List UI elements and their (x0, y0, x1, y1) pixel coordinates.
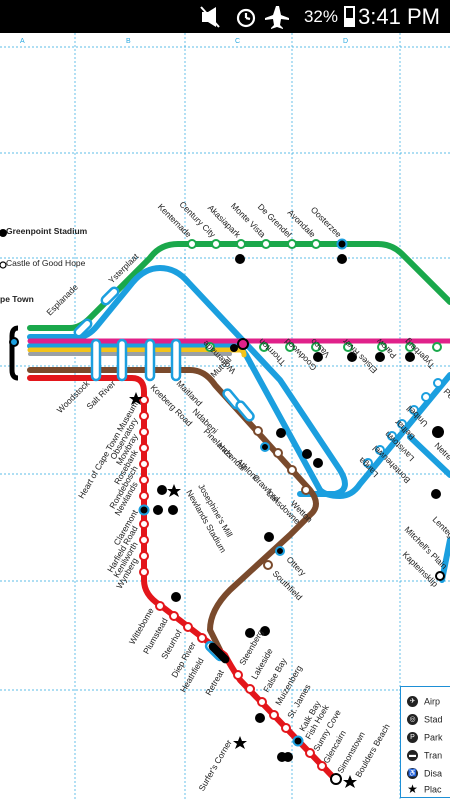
label-woodstock: Woodstock (55, 378, 92, 415)
legend-airport: ✈Airp (407, 693, 450, 709)
mutual-station[interactable] (237, 338, 249, 350)
label-lentegeur: Lentege (431, 514, 450, 543)
label-salt-river: Salt River (84, 378, 117, 411)
label-esplanade: Esplanade (44, 282, 80, 318)
red-line (27, 375, 337, 781)
label-cape-town: pe Town (0, 294, 34, 304)
claremont-hub[interactable] (138, 504, 150, 516)
label-greenpoint: Greenpoint Stadium (6, 226, 88, 236)
green-stations[interactable] (187, 239, 321, 249)
main-stations[interactable] (205, 342, 442, 352)
transport-icon (168, 352, 441, 762)
brown-line (27, 367, 319, 653)
airport-icon (432, 426, 444, 438)
label-castle: Castle of Good Hope (6, 258, 86, 268)
label-ottery: Ottery (285, 554, 309, 578)
parking-icon: P (407, 732, 418, 744)
stadium-icon: ◎ (407, 714, 418, 726)
blue-line-upper (27, 265, 348, 497)
yellow-line (27, 347, 247, 358)
brown-stations[interactable] (253, 426, 311, 570)
parking-icon (153, 254, 347, 762)
transport-icon: ▬ (407, 750, 418, 762)
retreat-interchange (208, 642, 230, 664)
battery-percent: 32% (303, 7, 338, 26)
oosterzee-station[interactable] (336, 238, 348, 250)
mutual-junction (230, 344, 238, 352)
athlone-station[interactable] (260, 442, 270, 452)
status-bar: 32% 3:41 PM (0, 0, 450, 33)
blue-line-branch (407, 434, 450, 478)
battery-icon (344, 6, 355, 27)
legend-stadium: ◎Stad (407, 711, 450, 727)
grid-col-c: C (235, 38, 240, 45)
cape-town-station[interactable] (9, 337, 19, 347)
alarm-icon (236, 8, 256, 28)
airport-icon: ✈ (407, 696, 418, 708)
grid-col-b: B (126, 38, 131, 45)
red-stations[interactable] (139, 395, 342, 785)
rail-map[interactable]: A B C D (0, 33, 450, 800)
place-star-icon (129, 392, 357, 788)
airplane-icon (265, 6, 289, 29)
legend-disabled: ♿Disa (407, 768, 443, 780)
blue-stations[interactable] (363, 378, 445, 581)
label-pent: Pent (442, 386, 450, 406)
map-grid (0, 33, 450, 800)
stadium-icon (0, 229, 167, 495)
east-labels: Langa Bonteheuwel Lavistown Belhar Unibe… (356, 386, 450, 589)
interchange-markers (73, 286, 255, 662)
fish-hoek-hub[interactable] (292, 735, 304, 747)
label-retreat: Retreat (203, 667, 226, 697)
wheelchair-icon: ♿ (407, 768, 418, 780)
label-maitland: Maitland (175, 378, 205, 408)
status-icons (200, 6, 289, 29)
grid-col-a: A (20, 38, 25, 45)
castle-marker (0, 261, 7, 269)
legend-transport: ▬Tran (407, 750, 443, 762)
ottery-station[interactable] (275, 546, 285, 556)
clock: 3:41 PM (358, 4, 440, 29)
grid-col-d: D (343, 38, 348, 45)
legend-places: ★Plac (407, 782, 442, 797)
mute-icon (200, 6, 220, 28)
label-surfers-corner: Surfer's Corner (196, 738, 233, 793)
star-icon: ★ (407, 782, 418, 797)
terminal-bracket (9, 325, 19, 381)
